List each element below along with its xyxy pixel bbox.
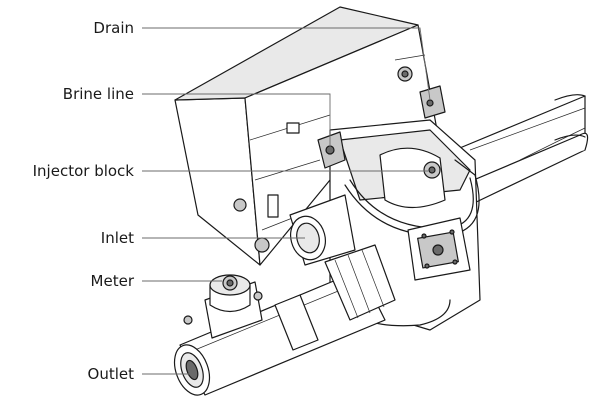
bypass-pipes xyxy=(449,94,589,206)
meter xyxy=(183,274,263,339)
label-inlet: Inlet xyxy=(100,229,134,247)
label-injector-block: Injector block xyxy=(32,162,134,180)
label-brine-line: Brine line xyxy=(62,85,134,103)
inlet-port xyxy=(289,194,356,266)
main-pipe xyxy=(173,244,396,396)
label-meter: Meter xyxy=(90,272,134,290)
label-outlet: Outlet xyxy=(87,365,134,383)
leader-brine-line xyxy=(142,93,331,148)
label-drain: Drain xyxy=(93,19,134,37)
leader-drain xyxy=(142,27,431,101)
leader-lines xyxy=(142,27,431,375)
